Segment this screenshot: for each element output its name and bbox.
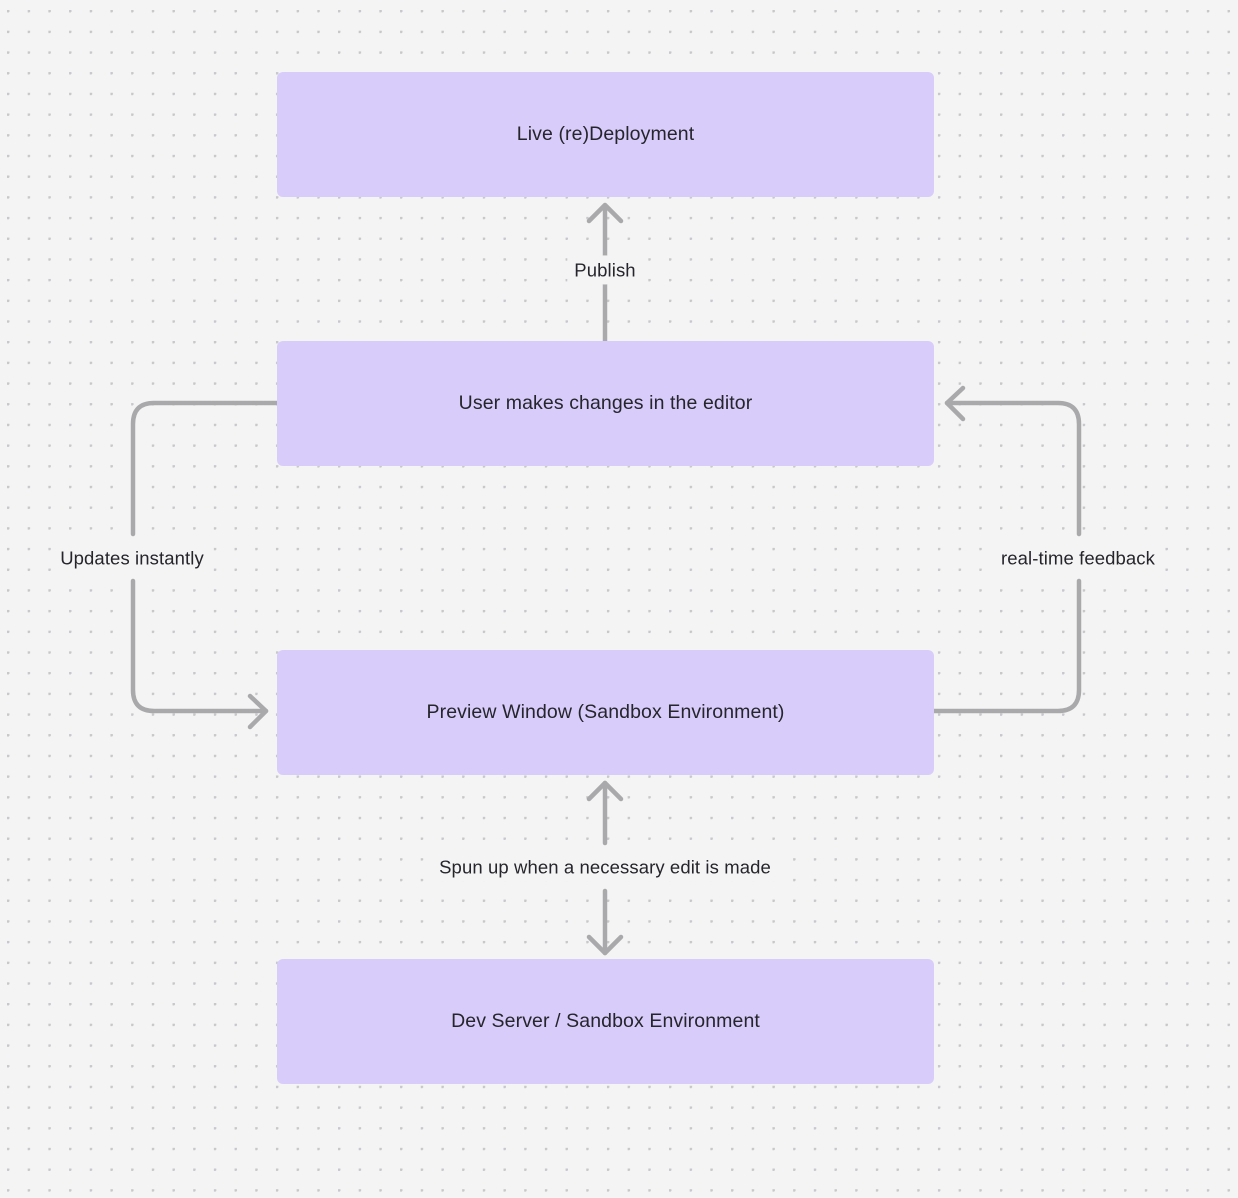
node-label-live-deployment: Live (re)Deployment bbox=[516, 122, 695, 145]
edge-label-updates-instantly: Updates instantly bbox=[53, 543, 211, 573]
node-label-preview-window: Preview Window (Sandbox Environment) bbox=[426, 700, 785, 723]
node-label-user-edits: User makes changes in the editor bbox=[458, 391, 753, 414]
node-label-dev-server: Dev Server / Sandbox Environment bbox=[451, 1009, 760, 1032]
node-dev-server[interactable]: Dev Server / Sandbox Environment bbox=[277, 959, 934, 1084]
node-user-edits[interactable]: User makes changes in the editor bbox=[277, 341, 934, 466]
node-preview-window[interactable]: Preview Window (Sandbox Environment) bbox=[277, 650, 934, 775]
edge-label-real-time-feedback: real-time feedback bbox=[994, 543, 1162, 573]
edge-label-spun-up: Spun up when a necessary edit is made bbox=[432, 852, 778, 882]
node-live-deployment[interactable]: Live (re)Deployment bbox=[277, 72, 934, 197]
edge-label-publish: Publish bbox=[567, 255, 643, 285]
